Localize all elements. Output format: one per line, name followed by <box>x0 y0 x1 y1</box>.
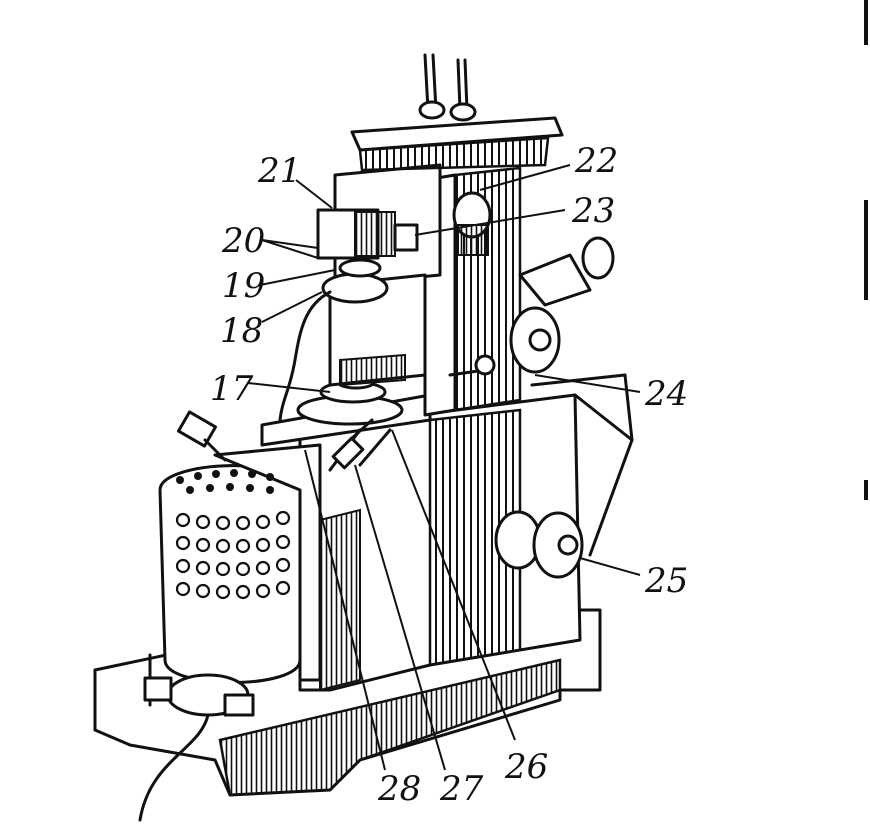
spindle-head <box>316 191 492 304</box>
feed-mechanism <box>448 236 615 377</box>
label-23: 23 <box>571 191 615 231</box>
label-21: 21 <box>257 151 301 191</box>
label-20: 20 <box>221 221 265 261</box>
label-27: 27 <box>439 769 484 809</box>
cable-upper <box>278 290 332 422</box>
column-body <box>298 373 634 692</box>
label-17: 17 <box>210 369 254 409</box>
motor-housing <box>138 410 322 822</box>
top-plate <box>350 53 564 172</box>
handwheel-25 <box>494 510 584 579</box>
label-19: 19 <box>222 266 265 306</box>
label-24: 24 <box>644 374 688 414</box>
callout-labels: 21 20 19 18 17 22 23 24 25 26 27 28 <box>210 141 688 809</box>
label-28: 28 <box>377 769 421 809</box>
label-26: 26 <box>504 747 548 787</box>
lever-27 <box>331 418 374 470</box>
leader-lines <box>247 164 641 771</box>
label-18: 18 <box>220 311 263 351</box>
label-22: 22 <box>574 141 618 181</box>
label-25: 25 <box>644 561 688 601</box>
motor-knob <box>177 410 227 462</box>
